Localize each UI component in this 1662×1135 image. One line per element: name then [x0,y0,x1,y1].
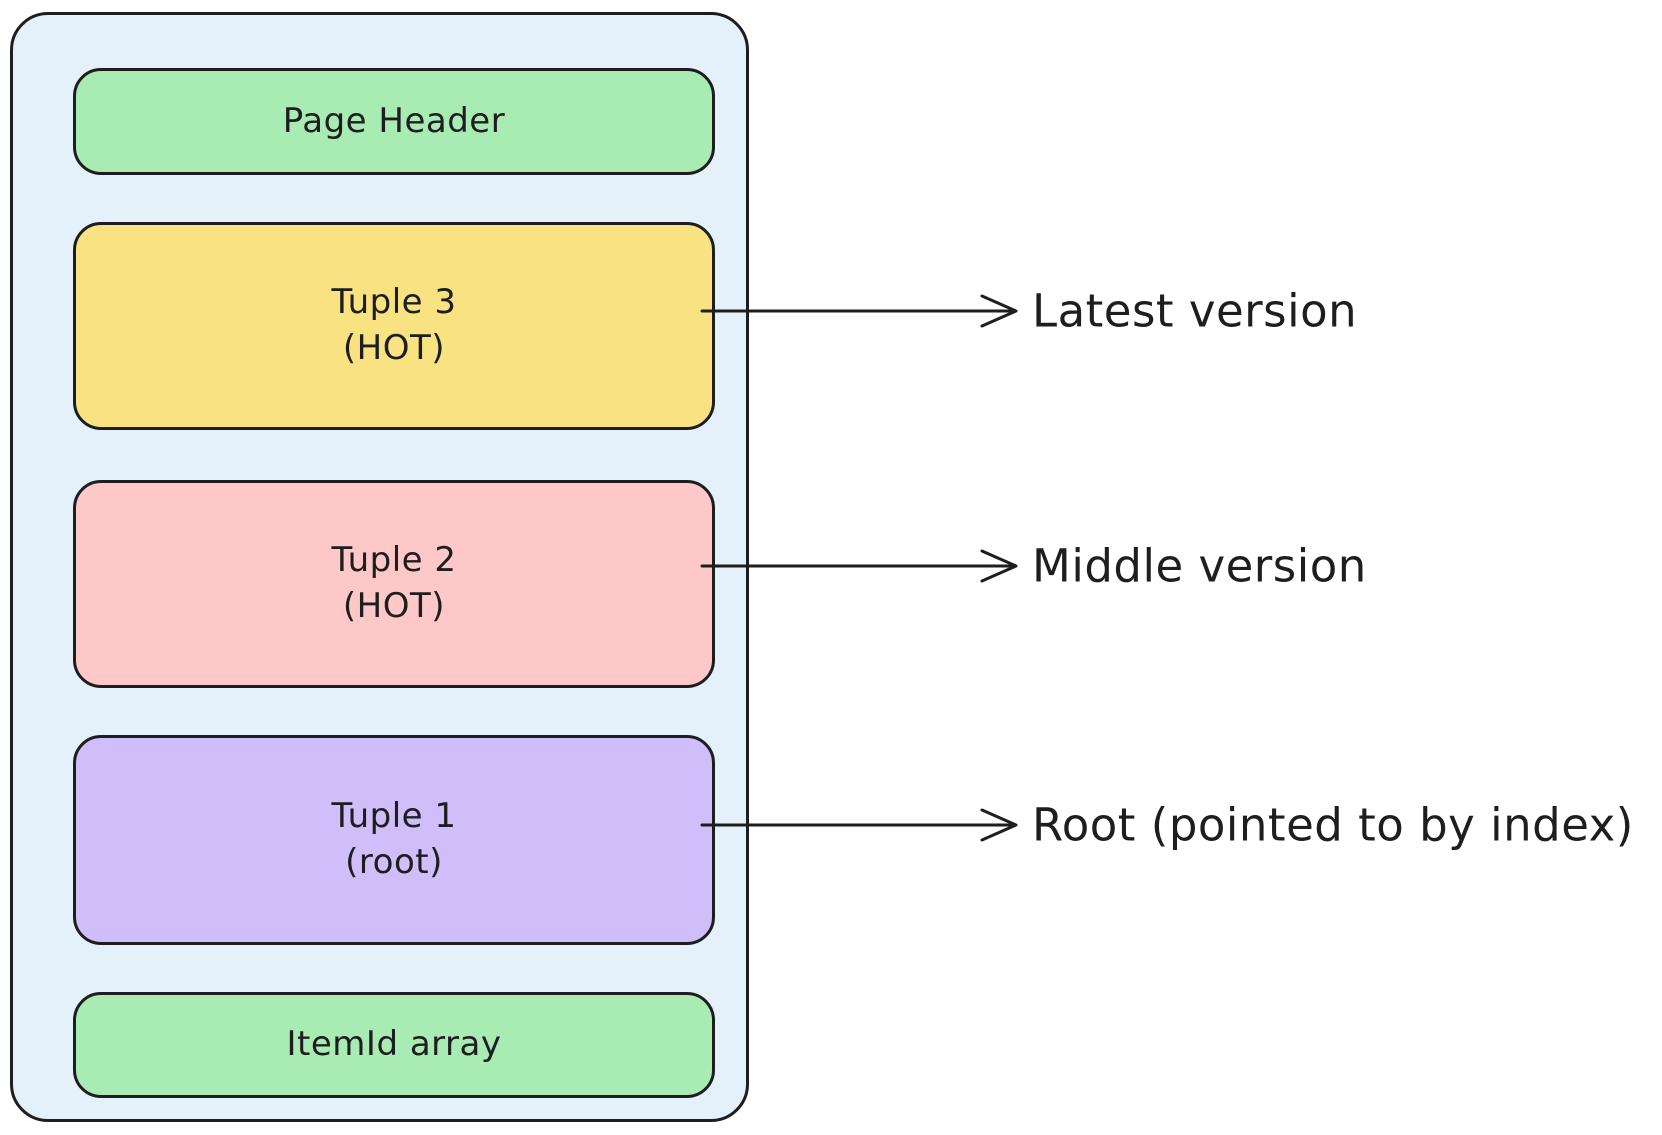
page-header-box: Page Header [73,68,715,175]
arrow-to-latest-version-icon [700,294,1018,328]
annotation-root-pointed-by-index: Root (pointed to by index) [1032,798,1634,852]
tuple3-box: Tuple 3 (HOT) [73,222,715,430]
annotation-middle-version: Middle version [1032,539,1367,593]
tuple2-title: Tuple 2 [331,540,457,581]
tuple1-note: (root) [345,842,443,882]
arrow-to-root-icon [700,808,1018,842]
tuple1-box: Tuple 1 (root) [73,735,715,945]
tuple3-title: Tuple 3 [331,282,457,323]
page-container: Page Header Tuple 3 (HOT) Tuple 2 (HOT) … [10,12,749,1122]
tuple1-title: Tuple 1 [331,796,457,837]
tuple2-note: (HOT) [342,586,446,626]
itemid-array-label: ItemId array [286,1024,502,1065]
annotation-latest-version: Latest version [1032,284,1358,338]
arrow-to-middle-version-icon [700,549,1018,583]
page-header-label: Page Header [282,100,506,141]
itemid-array-box: ItemId array [73,992,715,1098]
tuple3-note: (HOT) [342,328,446,368]
tuple2-box: Tuple 2 (HOT) [73,480,715,688]
